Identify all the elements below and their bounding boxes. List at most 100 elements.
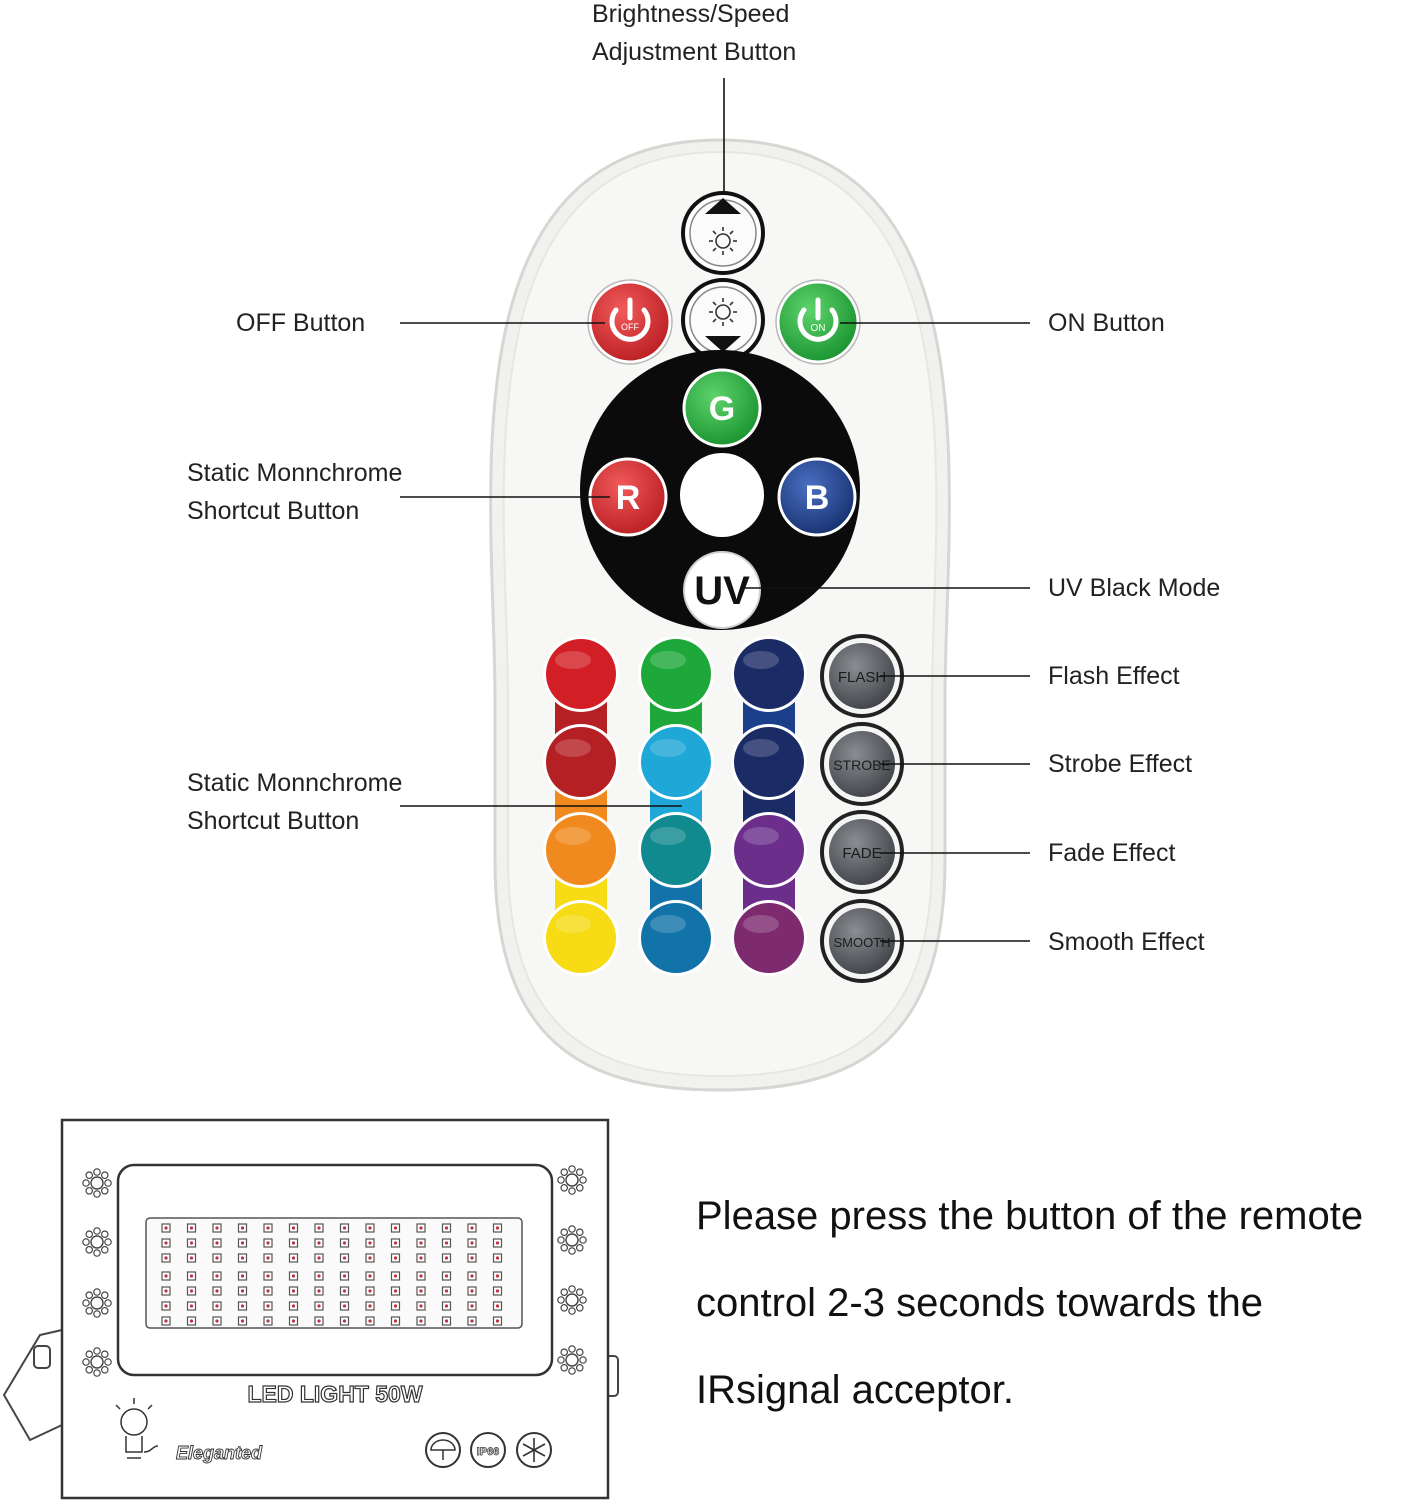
led-chip-dot [317, 1304, 321, 1308]
led-chip-dot [164, 1256, 168, 1260]
led-chip-dot [368, 1241, 372, 1245]
ip-rating-text: IP66 [477, 1446, 500, 1458]
color-button-magenta[interactable] [731, 900, 807, 976]
flash-effect-callout: Flash Effect [1048, 662, 1180, 690]
led-chip-dot [266, 1319, 270, 1323]
color-button-navy[interactable] [731, 636, 807, 712]
led-chip-dot [444, 1256, 449, 1260]
flash-button[interactable]: FLASH [820, 634, 904, 718]
led-chip-dot [444, 1226, 449, 1230]
led-chip-dot [495, 1226, 500, 1230]
led-chip-dot [317, 1319, 321, 1323]
static-monochrome-label-bottom: Static Monnchrome Shortcut Button [187, 764, 402, 840]
vent-icon [82, 1168, 112, 1198]
off-button[interactable]: OFF [587, 279, 673, 365]
led-chip-dot [368, 1289, 372, 1293]
led-chip-dot [291, 1241, 296, 1245]
led-chip-dot [419, 1289, 423, 1293]
color-button-yellow[interactable] [543, 900, 619, 976]
led-chip-dot [444, 1319, 449, 1323]
umbrella-icon [425, 1432, 461, 1468]
led-chip-dot [291, 1304, 296, 1308]
vent-icon [82, 1347, 112, 1377]
led-chip-dot [368, 1274, 372, 1278]
led-chip-dot [342, 1274, 347, 1278]
g-button[interactable]: G [682, 368, 762, 448]
color-button-green[interactable] [638, 636, 714, 712]
led-chip-dot [240, 1319, 245, 1323]
vent-icon [557, 1165, 587, 1195]
b-button[interactable]: B [777, 457, 857, 537]
led-chip-dot [342, 1304, 347, 1308]
led-chip-dot [317, 1241, 321, 1245]
led-chip-dot [240, 1256, 245, 1260]
led-chip-dot [291, 1226, 296, 1230]
color-button-purple[interactable] [731, 812, 807, 888]
snowflake-icon [516, 1432, 552, 1468]
led-chip-dot [215, 1319, 219, 1323]
brightness-up-button[interactable] [681, 191, 765, 275]
led-chip-dot [393, 1319, 398, 1323]
color-button-ocean[interactable] [638, 900, 714, 976]
led-chip-dot [317, 1289, 321, 1293]
led-chip-dot [419, 1319, 423, 1323]
on-button-label: ON [811, 323, 826, 334]
led-chip-dot [419, 1226, 423, 1230]
color-button-teal[interactable] [638, 812, 714, 888]
led-chip-dot [240, 1304, 245, 1308]
static-monochrome-bottom-line1: Static Monnchrome [187, 769, 403, 797]
sun-icon [709, 227, 737, 255]
led-chip-dot [419, 1274, 423, 1278]
color-button-cyan[interactable] [638, 724, 714, 800]
led-chip-dot [266, 1289, 270, 1293]
smooth-button[interactable]: SMOOTH [820, 899, 904, 983]
mounting-bracket [2, 1329, 63, 1442]
color-button-dark_red[interactable] [543, 724, 619, 800]
led-chip-dot [342, 1289, 347, 1293]
static-monochrome-bottom-line2: Shortcut Button [187, 807, 360, 835]
color-button-orange[interactable] [543, 812, 619, 888]
color-button-navy[interactable] [731, 724, 807, 800]
led-chip-dot [368, 1226, 372, 1230]
smooth-button-label: SMOOTH [833, 935, 890, 950]
on-button-callout: ON Button [1048, 309, 1165, 337]
remote-control: OFF ON G R B [489, 138, 951, 1092]
led-chip-dot [240, 1226, 245, 1230]
led-chip-grid [161, 1223, 503, 1326]
led-chip-dot [393, 1274, 398, 1278]
uv-button[interactable]: UV [683, 551, 761, 629]
sun-icon [709, 298, 737, 326]
strobe-button[interactable]: STROBE [820, 722, 904, 806]
instruction-line-1: Please press the button of the remote [696, 1194, 1364, 1238]
fade-button[interactable]: FADE [820, 810, 904, 894]
led-chip-dot [393, 1241, 398, 1245]
r-button[interactable]: R [588, 457, 668, 537]
led-chip-dot [189, 1274, 194, 1278]
led-panel [145, 1217, 523, 1329]
uv-black-mode-callout: UV Black Mode [1048, 574, 1221, 602]
ip-rating-badge: IP66 [470, 1432, 506, 1468]
g-button-label: G [709, 390, 735, 428]
brightness-speed-label-line1: Brightness/Speed [592, 0, 790, 28]
led-chip-dot [291, 1289, 296, 1293]
led-chip-dot [291, 1274, 296, 1278]
led-chip-dot [164, 1241, 168, 1245]
led-floodlight: LED LIGHT 50W Eleganted IP66 [2, 1118, 619, 1500]
b-button-label: B [805, 479, 830, 517]
power-icon [797, 307, 839, 342]
static-monochrome-label-top: Static Monnchrome Shortcut Button [187, 454, 402, 530]
led-chip-dot [495, 1304, 500, 1308]
off-button-label: OFF [621, 322, 639, 332]
bulb-icon [115, 1398, 159, 1459]
vent-icon [557, 1345, 587, 1375]
on-button[interactable]: ON [775, 279, 861, 365]
brightness-down-button[interactable] [681, 278, 765, 362]
fixture-title: LED LIGHT 50W [247, 1381, 422, 1407]
color-button-red[interactable] [543, 636, 619, 712]
led-chip-dot [164, 1274, 168, 1278]
heat-sink-vents [82, 1165, 587, 1377]
brightness-speed-label: Brightness/Speed Adjustment Button [592, 0, 796, 71]
led-chip-dot [215, 1226, 219, 1230]
